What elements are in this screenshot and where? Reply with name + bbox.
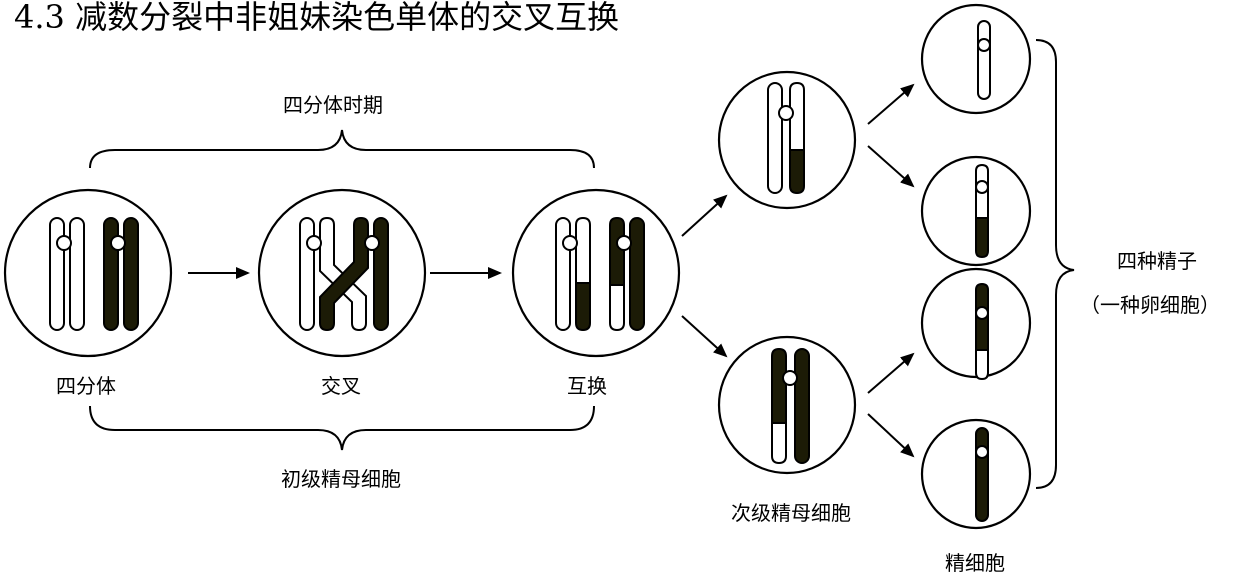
arrow-secondary-bottom-to-sperm-3 [867, 352, 915, 394]
centromere-dark [616, 235, 632, 251]
centromere-dark [110, 235, 126, 251]
chromatid-dark-2 [629, 217, 645, 331]
label-secondary: 次级精母细胞 [731, 501, 851, 525]
cell-crossing [257, 188, 427, 358]
arrow-secondary-top-to-sperm-2 [867, 145, 915, 188]
label-tetrad: 四分体 [56, 374, 116, 398]
chromatid-dark [975, 427, 989, 522]
centromere-dark [364, 235, 380, 251]
centromere-white [306, 235, 322, 251]
chromatid-white-1 [767, 82, 783, 194]
chromatid-dark-1 [319, 216, 369, 332]
chromatid-white-2-dark-segment [789, 149, 805, 195]
cell-sperm-3 [920, 267, 1032, 381]
arrow-exchange-to-secondary-bottom [681, 315, 728, 358]
centromere [977, 38, 991, 52]
chromatid-dark-2 [794, 348, 810, 464]
brace-top-label: 四分体时期 [283, 93, 383, 117]
cell-tetrad [3, 188, 173, 358]
cell-sperm-4 [920, 418, 1032, 530]
brace-bottom [89, 405, 595, 451]
arrow-secondary-bottom-to-sperm-4 [867, 413, 915, 458]
centromere [782, 370, 798, 386]
label-exchange: 互换 [567, 374, 607, 398]
right-label-2: （一种卵细胞） [1080, 293, 1220, 317]
right-label-1: 四种精子 [1117, 249, 1197, 273]
brace-bottom-label: 初级精母细胞 [281, 467, 401, 491]
arrow-exchange-to-secondary-top [681, 194, 728, 237]
arrow-secondary-top-to-sperm-1 [867, 83, 915, 125]
chromatid-white [977, 20, 991, 100]
centromere [975, 180, 989, 194]
label-sperm: 精细胞 [945, 551, 1005, 575]
chromatid-white-2-recombinant [789, 81, 805, 151]
chromatid-dark-1 [103, 217, 119, 331]
chromatid-white-2-dark-segment [575, 282, 591, 332]
chromatid-white-2 [69, 217, 85, 331]
chromatid-dark-1-white-segment [609, 284, 625, 332]
centromere-white [562, 235, 578, 251]
chromatid-recombinant-white [975, 349, 989, 381]
cell-sperm-2 [920, 155, 1032, 267]
chromatid-white-1 [555, 217, 571, 331]
chromatid-recombinant-dark [975, 217, 989, 259]
brace-top [89, 129, 595, 169]
chromatid-dark-2 [373, 217, 389, 331]
centromere [778, 105, 794, 121]
centromere [975, 445, 989, 459]
chromatid-white-1 [299, 217, 315, 331]
diagram-title: 4.3 减数分裂中非姐妹染色单体的交叉互换 [14, 0, 619, 36]
chromatid-dark-1-white-segment [771, 422, 787, 465]
chromatid-dark-1-recombinant [771, 347, 787, 424]
chromatid-white-1 [49, 217, 65, 331]
chromatid-dark-2 [123, 217, 139, 331]
cell-secondary-top [717, 70, 857, 210]
cell-sperm-1 [920, 3, 1032, 115]
brace-right [1035, 39, 1075, 489]
cell-secondary-bottom [717, 335, 857, 475]
centromere-white [56, 235, 72, 251]
label-crossing: 交叉 [321, 374, 361, 398]
centromere [975, 306, 989, 320]
chromatid-dark-1-recombinant [609, 216, 625, 286]
cell-exchange [511, 188, 681, 358]
chromatid-white-2-recombinant [575, 216, 591, 284]
